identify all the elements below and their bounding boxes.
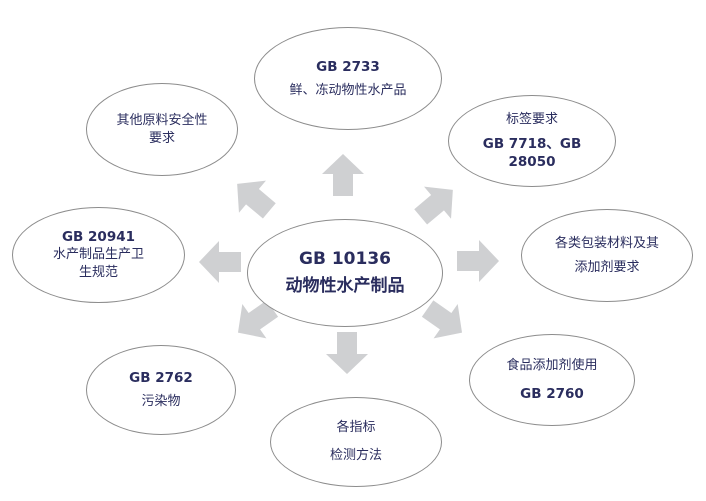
node-top: GB 2733 鲜、冻动物性水产品 xyxy=(254,27,442,130)
center-node: GB 10136 动物性水产制品 xyxy=(247,219,443,327)
hygiene-code: GB 20941 xyxy=(61,229,136,245)
label-req-code-line1: GB 7718、GB xyxy=(482,136,582,152)
arrow-to-food-additive xyxy=(421,300,463,339)
arrow-to-contaminants xyxy=(237,300,279,339)
additive-code: GB 2760 xyxy=(520,386,584,402)
label-req-code-line2: 28050 xyxy=(508,154,556,170)
node-top-code: GB 2733 xyxy=(316,58,380,75)
packaging-line1: 各类包装材料及其 xyxy=(554,235,659,251)
other-line1: 其他原料安全性 xyxy=(116,112,208,128)
other-line2: 要求 xyxy=(148,130,175,146)
node-other-materials: 其他原料安全性 要求 xyxy=(86,83,238,176)
node-hygiene-code: GB 20941 水产制品生产卫 生规范 xyxy=(12,207,185,303)
center-title: 动物性水产制品 xyxy=(285,276,405,296)
methods-line1: 各指标 xyxy=(336,420,376,435)
node-contaminants: GB 2762 污染物 xyxy=(86,345,236,435)
arrow-to-label-requirements xyxy=(414,186,453,225)
arrow-to-hygiene-code xyxy=(199,241,241,283)
arrow-to-top xyxy=(322,154,364,196)
node-top-title: 鲜、冻动物性水产品 xyxy=(289,82,407,98)
node-packaging: 各类包装材料及其 添加剂要求 xyxy=(521,209,693,302)
contaminants-code: GB 2762 xyxy=(129,370,193,386)
additive-title: 食品添加剂使用 xyxy=(506,358,598,373)
label-req-title: 标签要求 xyxy=(505,112,558,127)
contaminants-title: 污染物 xyxy=(141,394,181,409)
arrow-to-other-materials xyxy=(237,180,276,219)
arrow-to-test-methods xyxy=(326,332,368,374)
methods-line2: 检测方法 xyxy=(329,448,382,463)
hygiene-line1: 水产制品生产卫 xyxy=(52,247,144,262)
center-code: GB 10136 xyxy=(299,249,391,269)
hygiene-line2: 生规范 xyxy=(78,265,118,280)
arrow-to-packaging xyxy=(457,240,499,282)
node-food-additive: 食品添加剂使用 GB 2760 xyxy=(469,334,635,426)
node-label-requirements: 标签要求 GB 7718、GB 28050 xyxy=(448,95,616,187)
packaging-line2: 添加剂要求 xyxy=(574,259,640,275)
node-test-methods: 各指标 检测方法 xyxy=(270,397,442,487)
